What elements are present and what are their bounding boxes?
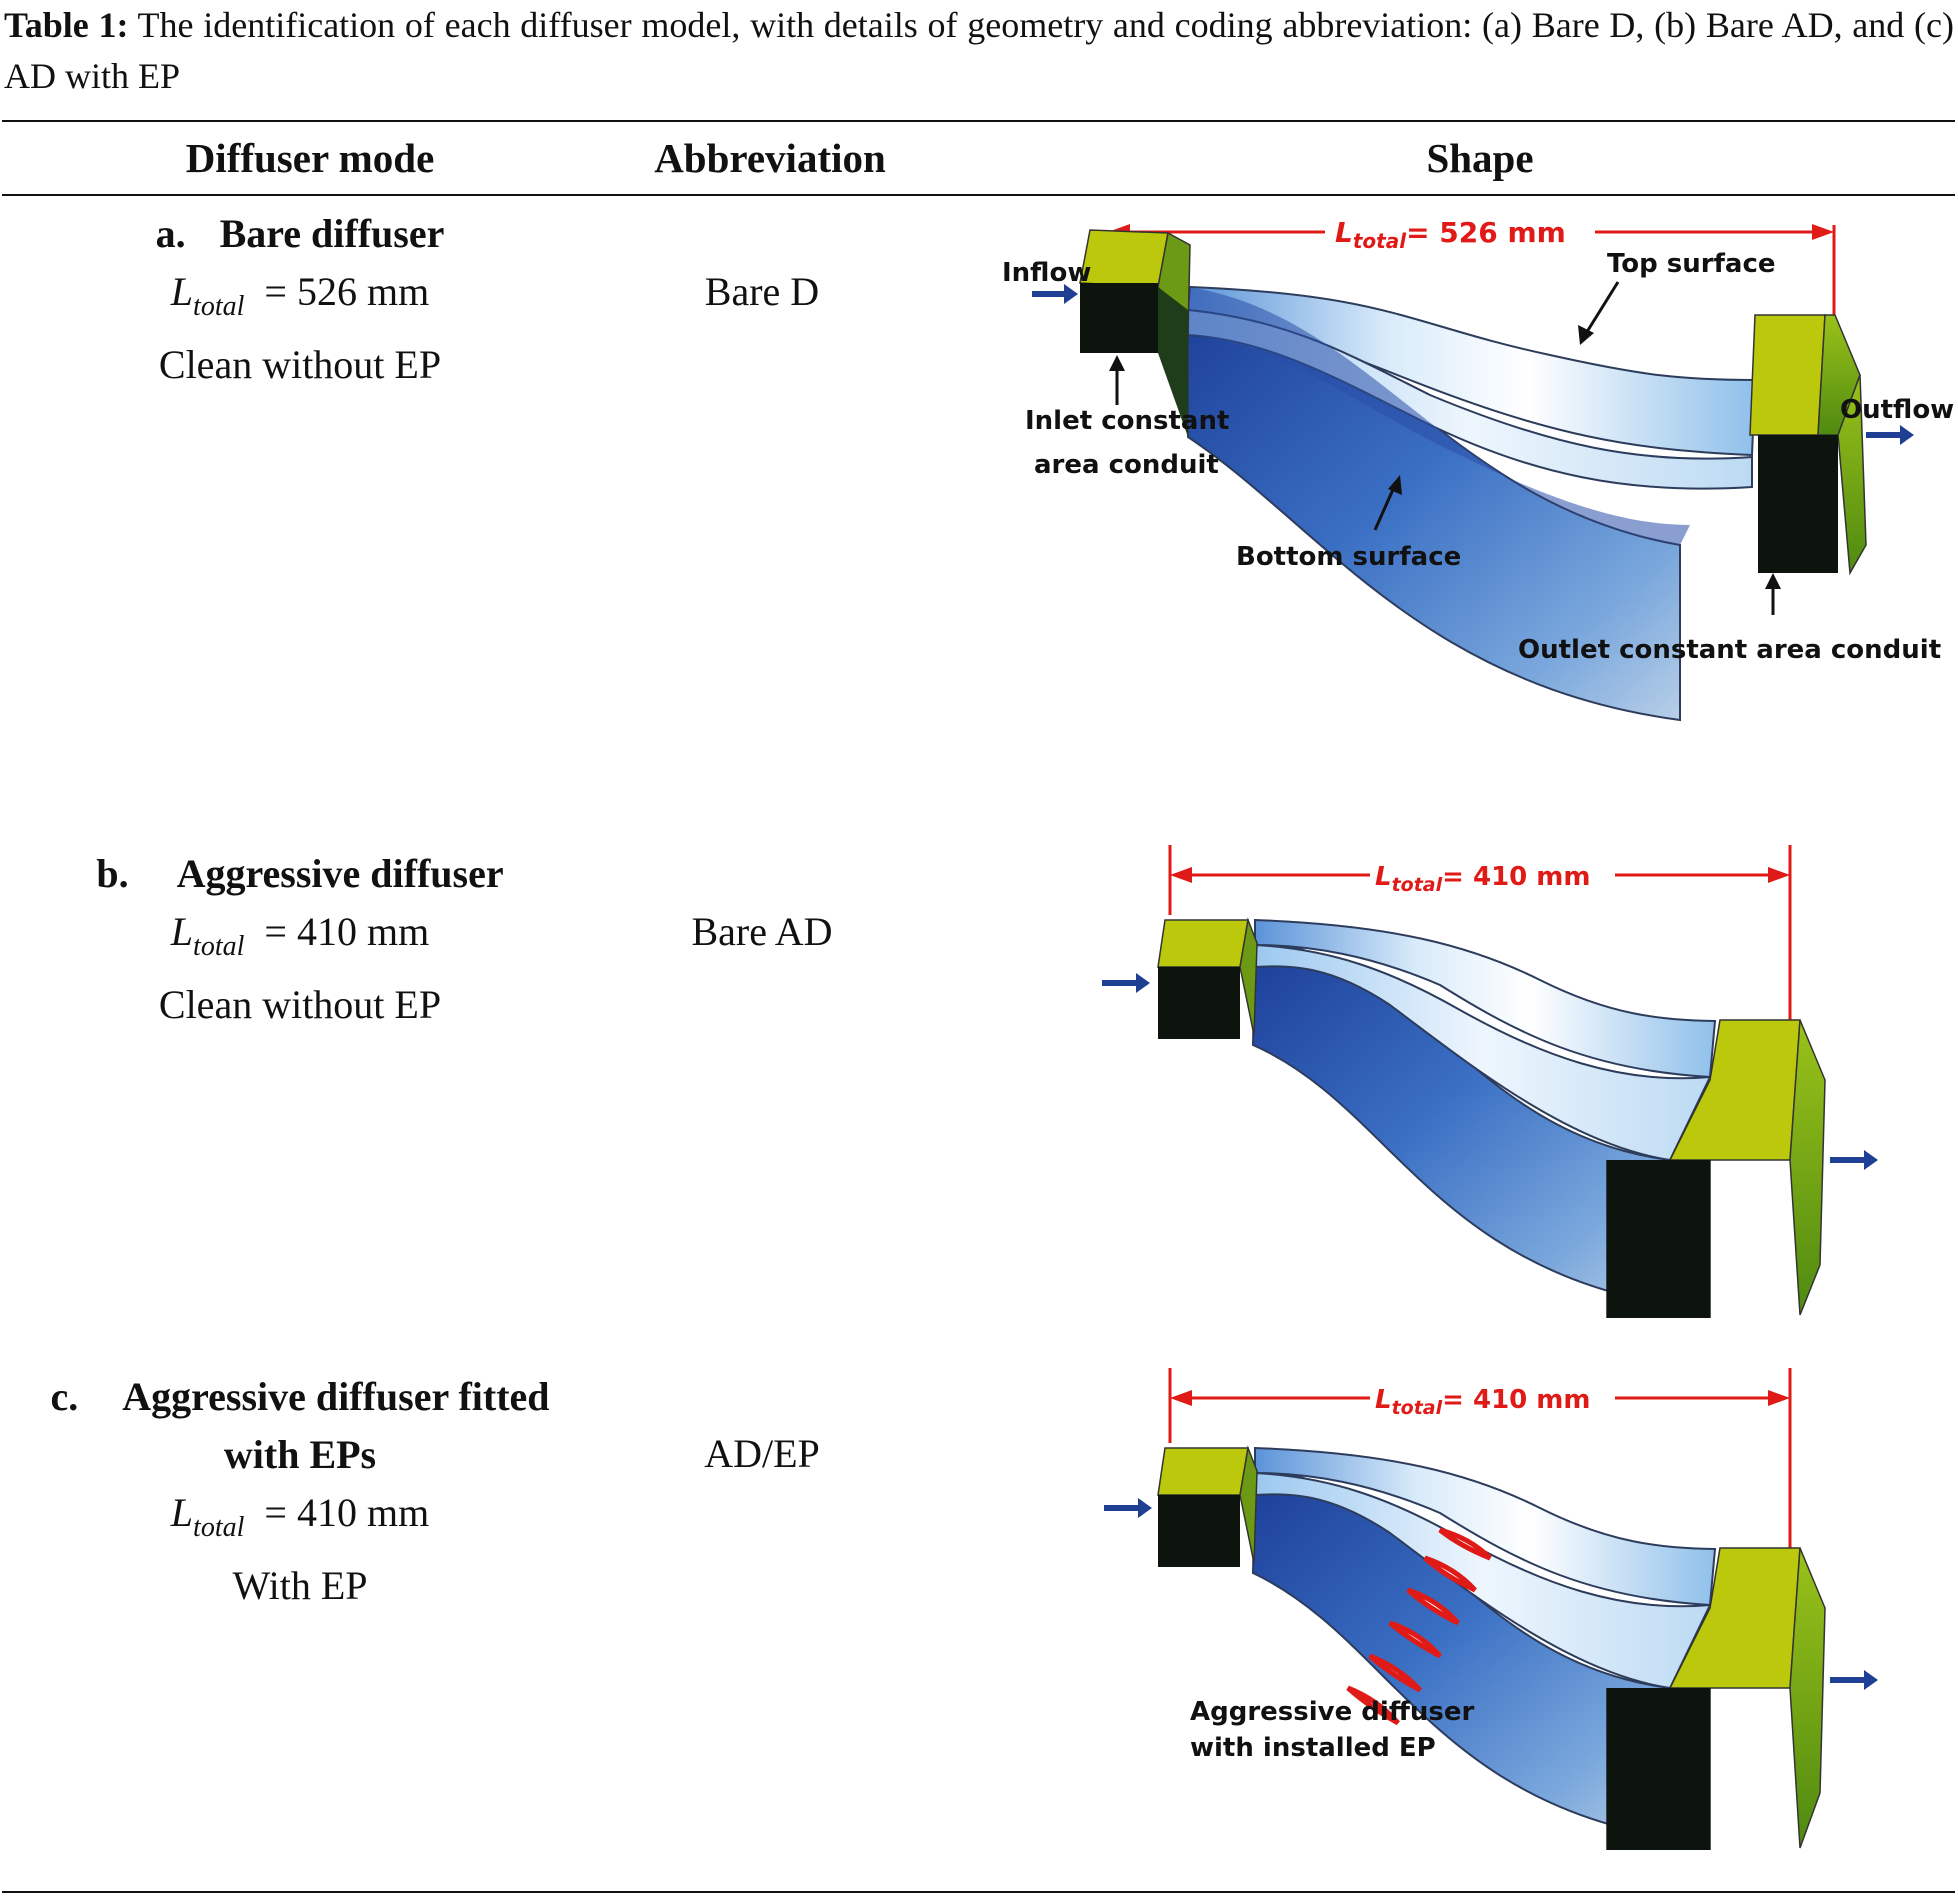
dim-a-label: Ltotal= 526 mm bbox=[1335, 216, 1566, 253]
row-c-title: Aggressive diffuser fitted bbox=[122, 1374, 550, 1419]
inlet-conduit-top bbox=[1079, 229, 1169, 288]
table-header-rule bbox=[2, 194, 1955, 196]
table-top-rule bbox=[2, 120, 1955, 122]
figure-a-bare-diffuser: Ltotal= 526 mm Inflow Outflow Top surfac… bbox=[1002, 216, 1954, 722]
ep-label-2: with installed EP bbox=[1190, 1733, 1436, 1763]
outlet-conduit-face-c bbox=[1606, 1688, 1711, 1850]
header-shape: Shape bbox=[1426, 135, 1534, 181]
row-c-mode: c. Aggressive diffuser fitted with EPs Lt… bbox=[10, 1368, 590, 1615]
ep-vane-1 bbox=[1438, 1527, 1492, 1561]
header-abbreviation: Abbreviation bbox=[654, 135, 886, 181]
inlet-label-1: Inlet constant bbox=[1025, 406, 1229, 436]
row-a-condition: Clean without EP bbox=[158, 342, 442, 387]
ep-vane-3 bbox=[1406, 1587, 1460, 1626]
row-c-letter: c. bbox=[50, 1374, 79, 1419]
ep-vanes bbox=[1346, 1527, 1492, 1726]
row-a-abbreviation: Bare D bbox=[704, 269, 820, 314]
row-c-title-line-2: with EPs bbox=[223, 1432, 377, 1477]
ep-vane-2 bbox=[1423, 1555, 1477, 1593]
outlet-conduit-face-b bbox=[1606, 1160, 1711, 1318]
row-a-length: Ltotal = 526 mm bbox=[170, 269, 430, 322]
row-c-length: Ltotal = 410 mm bbox=[170, 1490, 430, 1543]
outlet-label: Outlet constant area conduit bbox=[1518, 635, 1941, 665]
row-b-title-line: b. Aggressive diffuser bbox=[70, 845, 530, 903]
caption-label: Table 1: bbox=[4, 5, 129, 45]
row-a-mode: a. Bare diffuser Ltotal = 526 mm Clean wi… bbox=[90, 205, 510, 394]
outlet-conduit-face bbox=[1758, 435, 1838, 573]
header-diffuser-mode: Diffuser mode bbox=[185, 135, 435, 181]
inlet-conduit-face-b bbox=[1158, 967, 1240, 1039]
row-a-title: Bare diffuser bbox=[219, 211, 445, 256]
figure-b-aggressive-diffuser: Ltotal= 410 mm bbox=[1102, 845, 1878, 1318]
row-b-abbreviation: Bare AD bbox=[691, 909, 833, 954]
dim-a-arrow-right bbox=[1812, 224, 1834, 240]
ep-vane-5 bbox=[1368, 1653, 1422, 1693]
inlet-label-2: area conduit bbox=[1034, 450, 1219, 480]
ep-vane-6 bbox=[1346, 1685, 1400, 1726]
row-b-condition: Clean without EP bbox=[158, 982, 442, 1027]
ep-vane-4 bbox=[1388, 1620, 1442, 1659]
inflow-label: Inflow bbox=[1002, 258, 1091, 288]
row-c-abbreviation: AD/EP bbox=[704, 1431, 820, 1476]
row-c-condition: With EP bbox=[232, 1563, 368, 1608]
dim-c-label: Ltotal= 410 mm bbox=[1375, 1385, 1591, 1419]
inlet-conduit-top-b bbox=[1157, 919, 1249, 968]
top-surface-label: Top surface bbox=[1607, 249, 1776, 279]
row-b-letter: b. bbox=[96, 851, 129, 896]
outlet-conduit-top bbox=[1749, 314, 1826, 436]
ep-label-1: Aggressive diffuser bbox=[1190, 1697, 1475, 1727]
row-b-title: Aggressive diffuser bbox=[176, 851, 504, 896]
dim-b-label: Ltotal= 410 mm bbox=[1375, 862, 1591, 896]
outflow-label: Outflow bbox=[1840, 395, 1954, 425]
row-c-title-line: c. Aggressive diffuser fitted bbox=[10, 1368, 590, 1426]
inlet-conduit-face bbox=[1080, 283, 1158, 353]
table-bottom-rule bbox=[2, 1891, 1955, 1893]
row-b-mode: b. Aggressive diffuser Ltotal = 410 mm Cl… bbox=[70, 845, 530, 1034]
figure-c-diffuser-with-ep: Ltotal= 410 mm Aggressive diffuser with … bbox=[1104, 1368, 1878, 1850]
table-caption: Table 1: The identification of each diff… bbox=[4, 0, 1954, 102]
row-b-length: Ltotal = 410 mm bbox=[170, 909, 430, 962]
outlet-conduit-top-b bbox=[1668, 1019, 1801, 1161]
caption-text: The identification of each diffuser mode… bbox=[4, 5, 1954, 96]
bottom-surface-label: Bottom surface bbox=[1236, 542, 1461, 572]
outlet-conduit-side-b bbox=[1789, 1019, 1826, 1316]
inlet-conduit-face-c bbox=[1158, 1495, 1240, 1567]
row-a-letter: a. bbox=[155, 211, 186, 256]
row-a-title-line: a. Bare diffuser bbox=[90, 205, 510, 263]
